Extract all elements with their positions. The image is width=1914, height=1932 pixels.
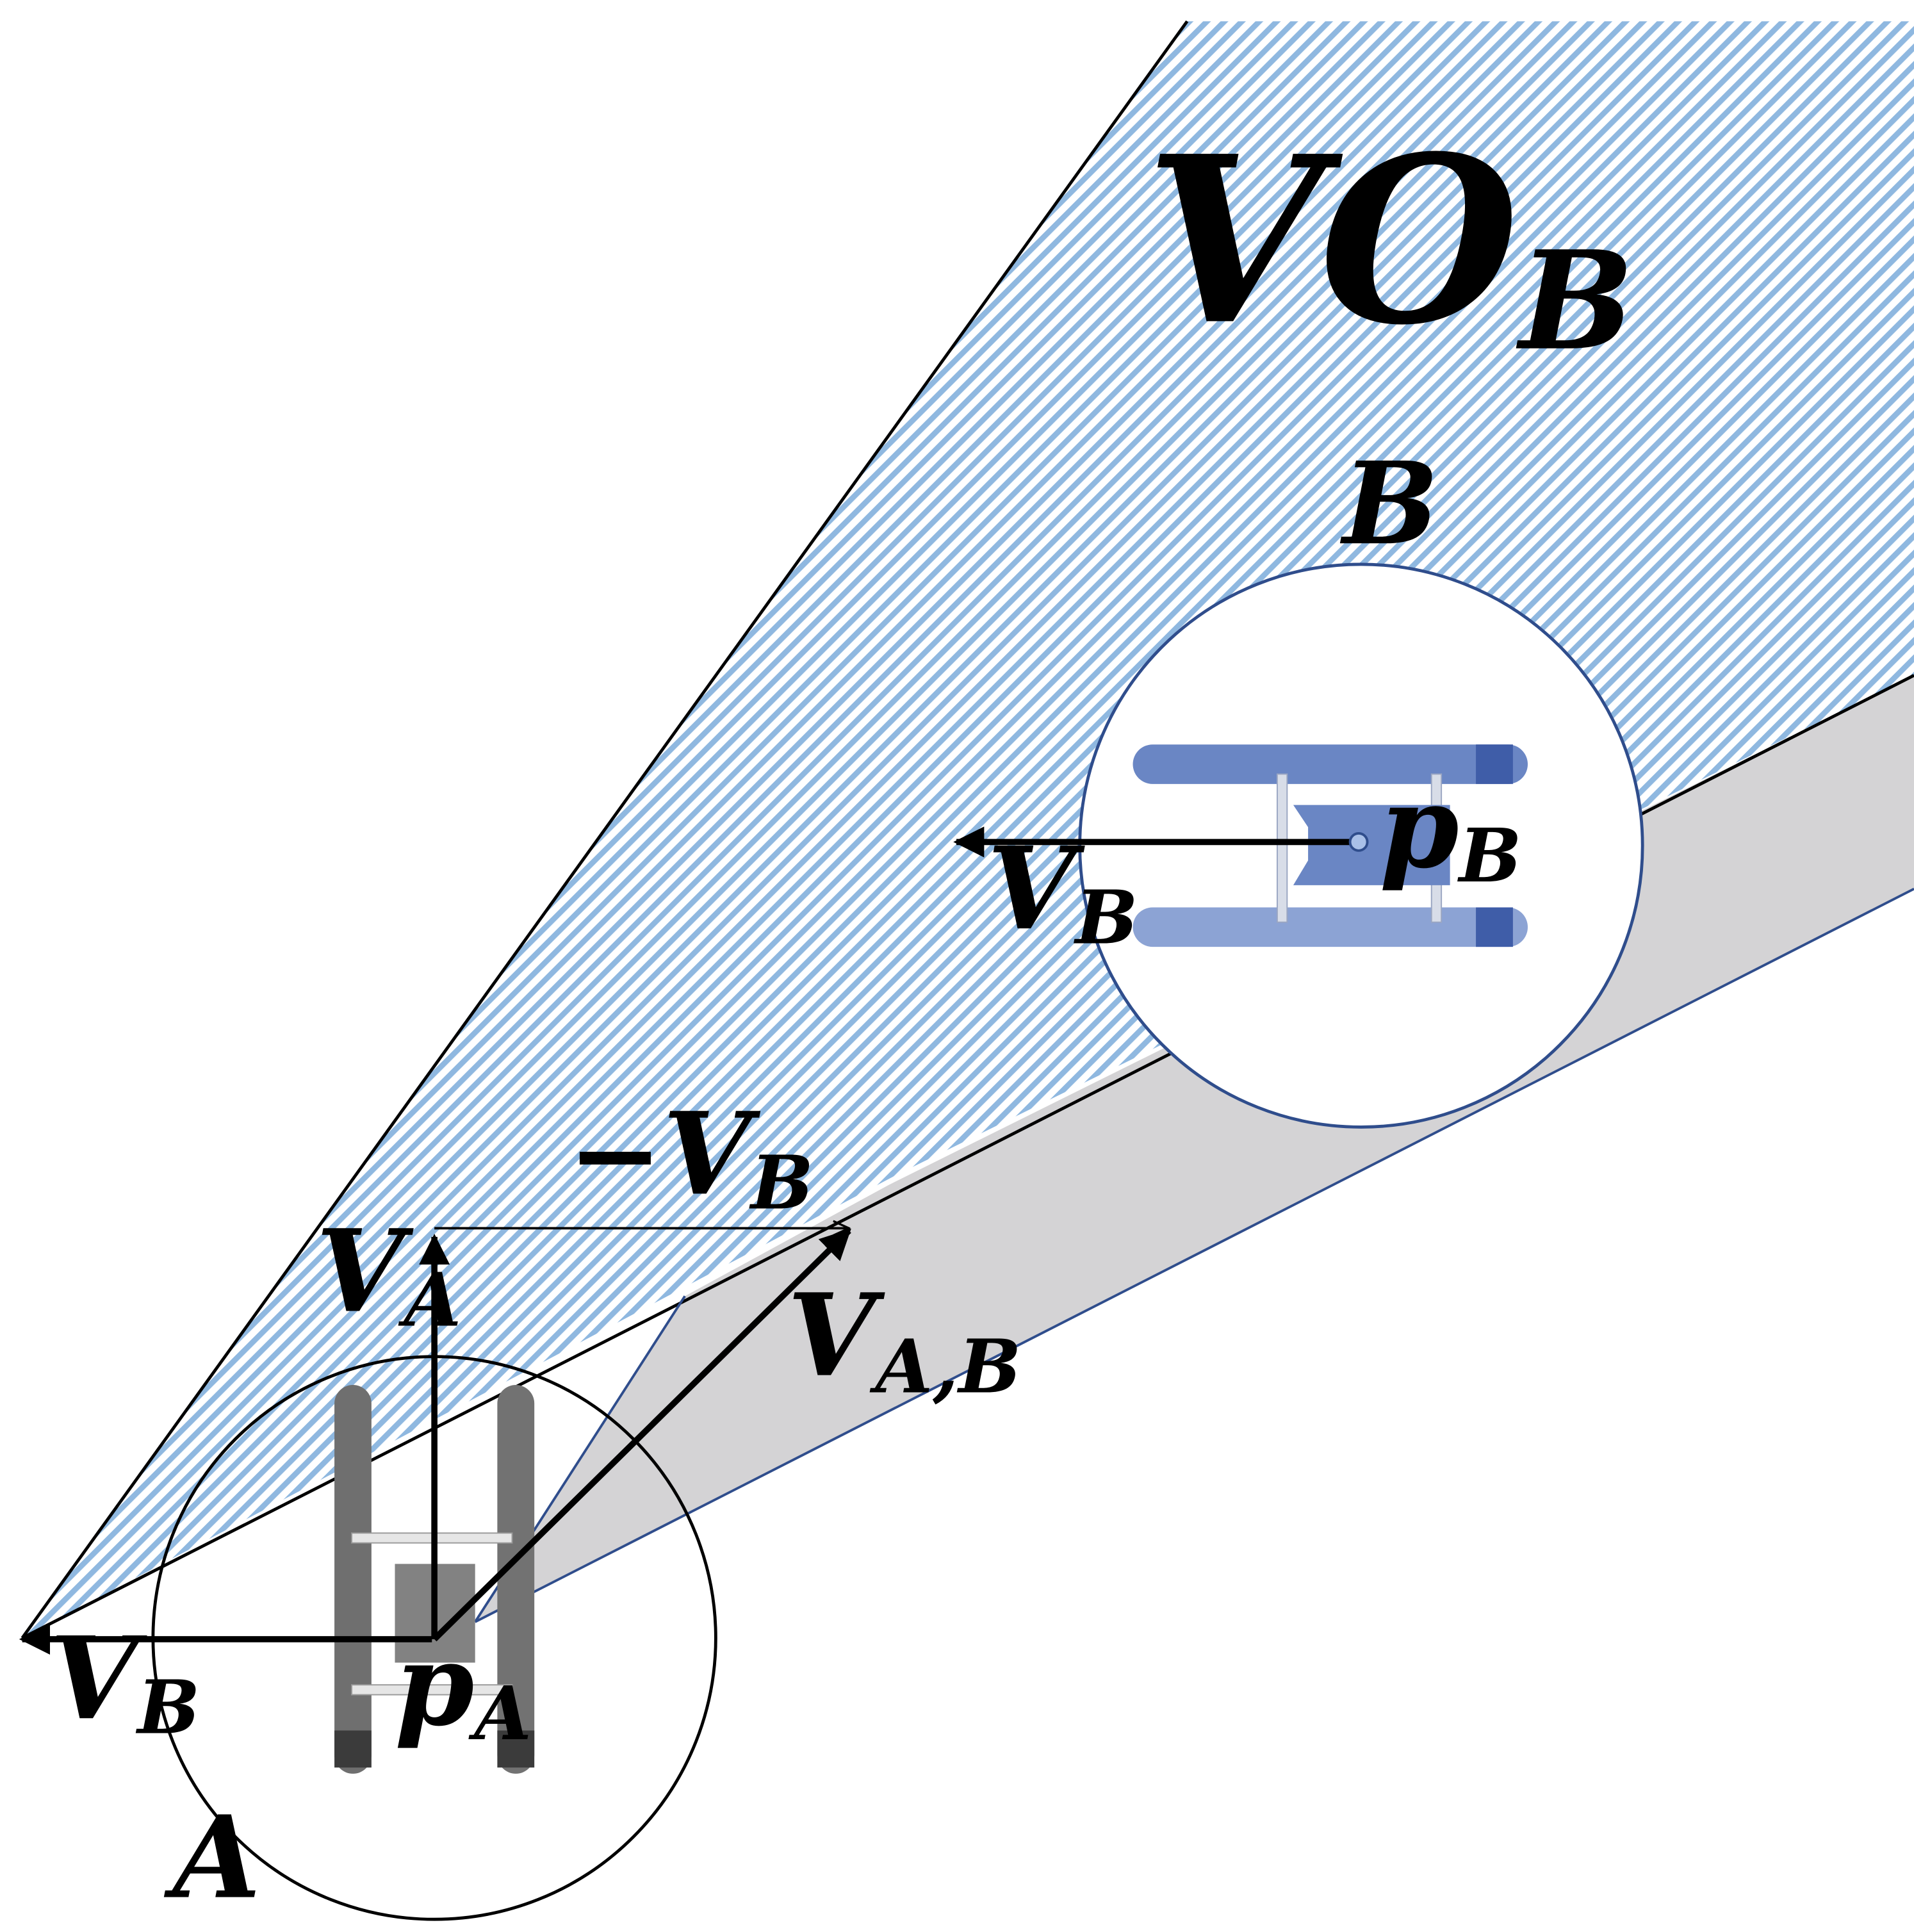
cone-lower-edge [474, 887, 1914, 1623]
position-b-label: pB [1380, 760, 1522, 899]
vo-upper-edge [20, 20, 1189, 1639]
velocity-a-label: VA [316, 1204, 461, 1343]
neg-velocity-b-label: −VB [568, 1087, 814, 1226]
robot-a-vehicle [334, 1385, 535, 1774]
robot-a-label: A [164, 1791, 261, 1924]
vo-label-sub: B [1516, 221, 1634, 381]
velocity-b-label: VB [987, 822, 1138, 961]
velocity-b-label-at-a: VB [49, 1612, 200, 1751]
relative-velocity-label: VA,B [787, 1269, 1021, 1411]
position-b-marker [1348, 831, 1369, 852]
relative-velocity-arrow [432, 1228, 851, 1642]
robot-b-vehicle [1133, 744, 1528, 947]
position-a-label: pA [395, 1618, 532, 1757]
robot-b-label: B [1339, 437, 1439, 570]
vo-label: VOB [1145, 106, 1634, 380]
vo-label-main: VO [1145, 106, 1520, 375]
